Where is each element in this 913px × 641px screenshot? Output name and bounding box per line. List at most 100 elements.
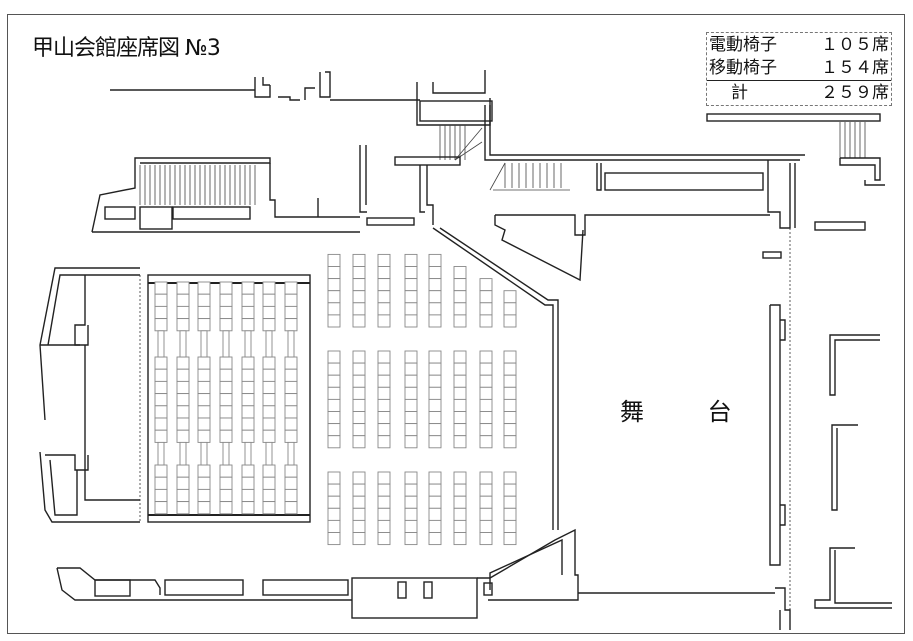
movable-chair bbox=[377, 290, 391, 304]
movable-chair bbox=[428, 495, 442, 509]
seat-count-legend: 電動椅子 １０５席 移動椅子 １５４席 計 ２５９席 bbox=[706, 32, 892, 106]
movable-chair bbox=[327, 411, 341, 425]
movable-chair bbox=[352, 507, 366, 521]
electric-chair bbox=[154, 356, 168, 370]
movable-chair bbox=[404, 374, 418, 388]
electric-chair bbox=[154, 318, 168, 332]
movable-chair bbox=[428, 423, 442, 437]
movable-chair bbox=[503, 471, 517, 485]
movable-chair bbox=[453, 290, 467, 304]
electric-chair-link bbox=[287, 330, 295, 358]
movable-chair bbox=[404, 519, 418, 533]
electric-chair-link bbox=[265, 330, 273, 358]
movable-chair bbox=[377, 374, 391, 388]
electric-chair-link bbox=[244, 441, 252, 466]
movable-chair bbox=[377, 471, 391, 485]
movable-chair bbox=[352, 398, 366, 412]
electric-chair bbox=[219, 405, 233, 419]
movable-chair bbox=[352, 483, 366, 497]
movable-chair bbox=[404, 350, 418, 364]
legend-value: ２５９席 bbox=[821, 83, 889, 103]
electric-chair bbox=[197, 464, 211, 478]
movable-chair bbox=[428, 519, 442, 533]
electric-chair bbox=[154, 429, 168, 443]
electric-chair bbox=[262, 393, 276, 407]
electric-chair bbox=[176, 476, 190, 490]
movable-chair bbox=[428, 314, 442, 328]
movable-chair bbox=[479, 386, 493, 400]
electric-chair bbox=[154, 368, 168, 382]
electric-chair-link bbox=[179, 330, 187, 358]
movable-chair bbox=[453, 374, 467, 388]
movable-chair bbox=[404, 253, 418, 267]
electric-chair bbox=[176, 417, 190, 431]
electric-chair bbox=[219, 356, 233, 370]
movable-chair bbox=[428, 435, 442, 449]
electric-chair bbox=[154, 380, 168, 395]
movable-chair bbox=[352, 386, 366, 400]
movable-chair bbox=[377, 314, 391, 328]
movable-chair bbox=[377, 423, 391, 437]
electric-chair bbox=[284, 368, 298, 382]
electric-chair bbox=[176, 380, 190, 395]
electric-chair bbox=[219, 318, 233, 332]
electric-chair bbox=[197, 476, 211, 490]
electric-chair bbox=[241, 356, 255, 370]
electric-chair bbox=[197, 380, 211, 395]
movable-chair bbox=[479, 362, 493, 376]
electric-chair bbox=[262, 488, 276, 503]
electric-chair bbox=[262, 293, 276, 307]
electric-chair bbox=[241, 380, 255, 395]
page-title: 甲山会館座席図 №3 bbox=[32, 36, 221, 61]
electric-chair bbox=[176, 393, 190, 407]
movable-chair bbox=[377, 519, 391, 533]
electric-chair bbox=[284, 293, 298, 307]
movable-chair bbox=[352, 302, 366, 316]
movable-chair bbox=[479, 423, 493, 437]
electric-chair bbox=[241, 405, 255, 419]
movable-chair bbox=[428, 266, 442, 280]
legend-row-total: 計 ２５９席 bbox=[709, 82, 889, 104]
movable-chair bbox=[404, 471, 418, 485]
movable-chair bbox=[377, 302, 391, 316]
movable-chair bbox=[453, 278, 467, 292]
movable-chair bbox=[428, 290, 442, 304]
movable-chair bbox=[503, 398, 517, 412]
electric-chair bbox=[154, 476, 168, 490]
electric-chair bbox=[241, 368, 255, 382]
electric-chair bbox=[284, 417, 298, 431]
electric-chair bbox=[154, 405, 168, 419]
movable-chair bbox=[404, 386, 418, 400]
movable-chair bbox=[503, 423, 517, 437]
movable-chair bbox=[453, 350, 467, 364]
movable-chair bbox=[352, 350, 366, 364]
movable-chair bbox=[453, 398, 467, 412]
movable-chair bbox=[503, 350, 517, 364]
movable-chair bbox=[479, 483, 493, 497]
electric-chair bbox=[176, 464, 190, 478]
electric-chair bbox=[262, 417, 276, 431]
drawing-frame bbox=[7, 14, 905, 634]
movable-chair bbox=[503, 532, 517, 546]
electric-chair bbox=[284, 476, 298, 490]
movable-chair bbox=[479, 519, 493, 533]
electric-chair bbox=[241, 393, 255, 407]
movable-chair bbox=[352, 423, 366, 437]
electric-chair bbox=[154, 488, 168, 503]
movable-chair bbox=[377, 495, 391, 509]
electric-chair bbox=[284, 305, 298, 320]
movable-chair bbox=[377, 398, 391, 412]
electric-chair bbox=[176, 318, 190, 332]
movable-chair bbox=[404, 362, 418, 376]
movable-chair bbox=[428, 411, 442, 425]
electric-chair bbox=[241, 488, 255, 503]
electric-chair bbox=[197, 501, 211, 515]
movable-chair bbox=[352, 435, 366, 449]
electric-chair bbox=[154, 464, 168, 478]
movable-chair bbox=[479, 532, 493, 546]
electric-chair bbox=[154, 501, 168, 515]
electric-chair bbox=[284, 488, 298, 503]
electric-chair bbox=[154, 417, 168, 431]
movable-chair bbox=[453, 532, 467, 546]
electric-chair bbox=[262, 368, 276, 382]
